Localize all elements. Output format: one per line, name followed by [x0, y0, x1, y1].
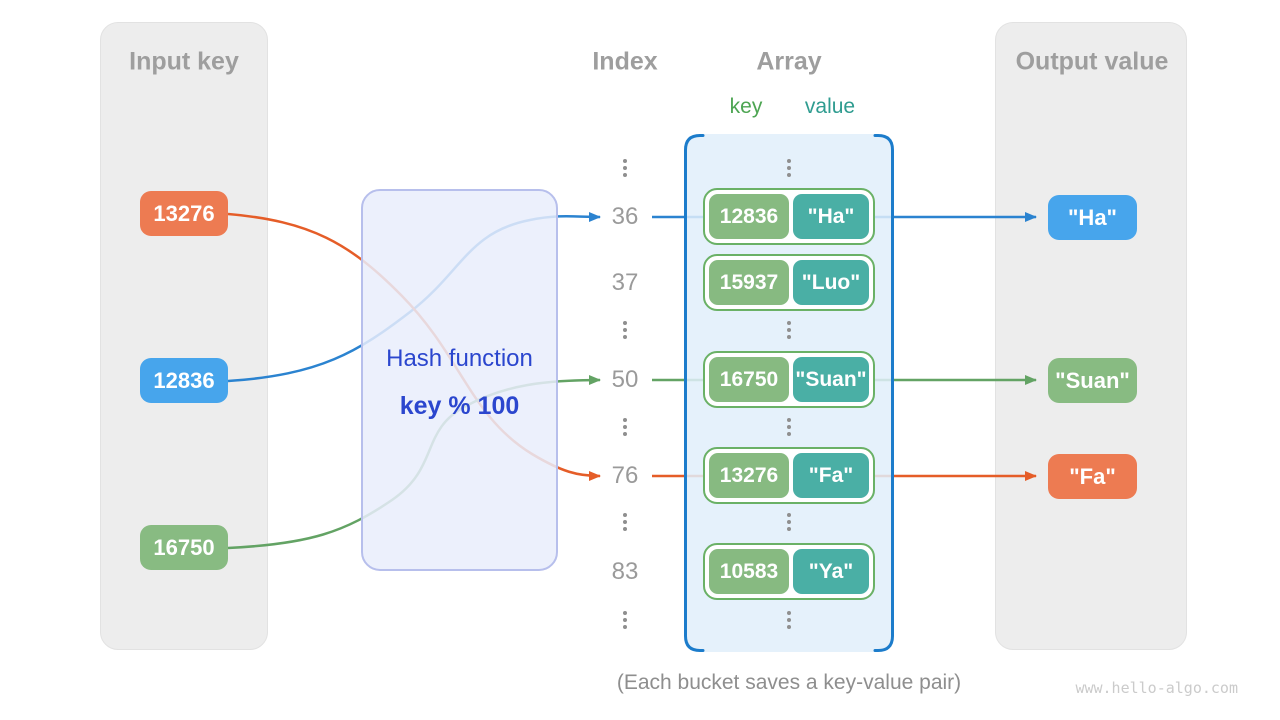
bucket-key: 10583: [709, 549, 789, 594]
bucket-value: "Luo": [793, 260, 869, 305]
array-header: Array: [756, 47, 822, 76]
array-key-label: key: [729, 95, 763, 118]
bucket-pair: 12836 "Ha": [703, 188, 875, 245]
input-key-chip: 13276: [140, 191, 228, 236]
index-value: 83: [611, 558, 639, 585]
bucket-key: 12836: [709, 194, 789, 239]
index-value: 37: [611, 269, 639, 296]
bucket-value: "Ha": [793, 194, 869, 239]
bucket-key: 15937: [709, 260, 789, 305]
output-panel-title: Output value: [1015, 47, 1169, 76]
hash-function-title: Hash function: [386, 345, 533, 372]
array-left-bracket: [684, 134, 705, 652]
array-ellipsis-icon: [787, 328, 791, 332]
bucket-pair: 10583 "Ya": [703, 543, 875, 600]
input-key-chip: 12836: [140, 358, 228, 403]
output-value-panel: [995, 22, 1187, 650]
index-value: 50: [611, 366, 639, 393]
bucket-pair: 15937 "Luo": [703, 254, 875, 311]
site-watermark: www.hello-algo.com: [1075, 679, 1238, 697]
array-ellipsis-icon: [787, 520, 791, 524]
array-ellipsis-icon: [787, 618, 791, 622]
bucket-value: "Ya": [793, 549, 869, 594]
index-column-header: Index: [592, 47, 658, 76]
array-ellipsis-icon: [787, 425, 791, 429]
output-value-chip: "Suan": [1048, 358, 1137, 403]
index-value: 36: [611, 203, 639, 230]
index-ellipsis-icon: [623, 328, 627, 332]
array-value-label: value: [804, 95, 856, 118]
index-ellipsis-icon: [623, 520, 627, 524]
bucket-value: "Suan": [793, 357, 869, 402]
array-ellipsis-icon: [787, 166, 791, 170]
bucket-key: 13276: [709, 453, 789, 498]
bucket-value: "Fa": [793, 453, 869, 498]
input-panel-title: Input key: [129, 47, 239, 76]
output-value-chip: "Ha": [1048, 195, 1137, 240]
hash-function-box: [361, 189, 558, 571]
bucket-pair: 13276 "Fa": [703, 447, 875, 504]
bucket-key: 16750: [709, 357, 789, 402]
input-key-chip: 16750: [140, 525, 228, 570]
index-ellipsis-icon: [623, 425, 627, 429]
hash-function-formula: key % 100: [399, 392, 520, 420]
index-ellipsis-icon: [623, 618, 627, 622]
index-ellipsis-icon: [623, 166, 627, 170]
diagram-caption: (Each bucket saves a key-value pair): [616, 671, 962, 694]
bucket-pair: 16750 "Suan": [703, 351, 875, 408]
array-right-bracket: [873, 134, 894, 652]
index-value: 76: [611, 462, 639, 489]
output-value-chip: "Fa": [1048, 454, 1137, 499]
